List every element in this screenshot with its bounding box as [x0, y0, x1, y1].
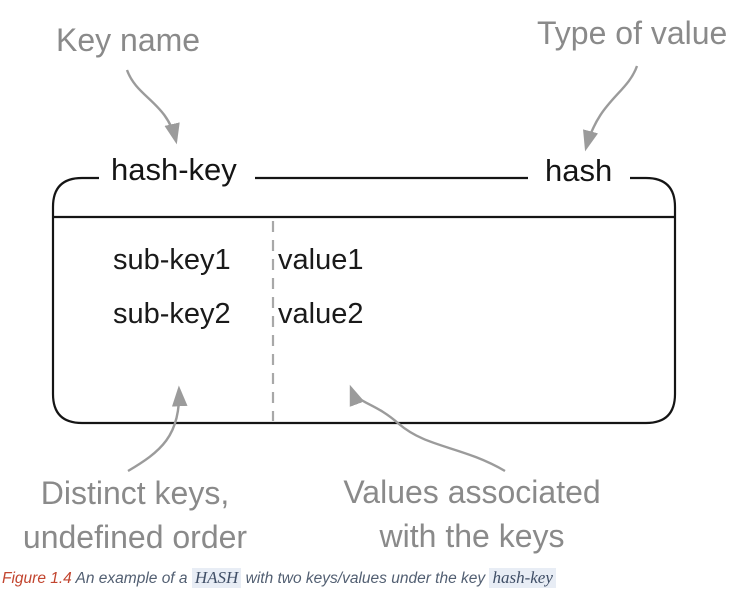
hash-row-value: value2 — [278, 298, 364, 330]
figure-number: Figure 1.4 — [2, 570, 72, 587]
type-of-value-arrow-icon — [583, 65, 639, 152]
caption-text: An example of a — [75, 570, 188, 587]
hash-key-label: hash-key — [111, 152, 237, 187]
values-annotation: Values associated with the keys — [317, 470, 627, 558]
distinct-keys-line1: Distinct keys, — [40, 475, 230, 511]
distinct-keys-annotation: Distinct keys, undefined order — [5, 471, 265, 559]
distinct-keys-line2: undefined order — [22, 519, 248, 555]
values-arrow-icon — [349, 384, 506, 473]
hash-row-value: value1 — [278, 244, 364, 276]
figure-caption: Figure 1.4 An example of a HASH with two… — [2, 567, 556, 590]
hash-row-key: sub-key1 — [113, 244, 231, 276]
type-of-value-annotation: Type of value — [537, 15, 728, 51]
key-name-arrow-icon — [125, 69, 180, 145]
hash-box-outline — [51, 176, 677, 425]
caption-text: with two keys/values under the key — [245, 570, 486, 587]
hash-type-label: hash — [545, 153, 613, 188]
values-line1: Values associated — [343, 474, 601, 510]
caption-code-hash-key: hash-key — [489, 568, 556, 588]
values-line2: with the keys — [379, 518, 565, 554]
hash-row-key: sub-key2 — [113, 298, 231, 330]
key-name-annotation: Key name — [56, 22, 201, 58]
distinct-keys-arrow-icon — [127, 385, 188, 473]
caption-code-hash: HASH — [191, 568, 242, 588]
